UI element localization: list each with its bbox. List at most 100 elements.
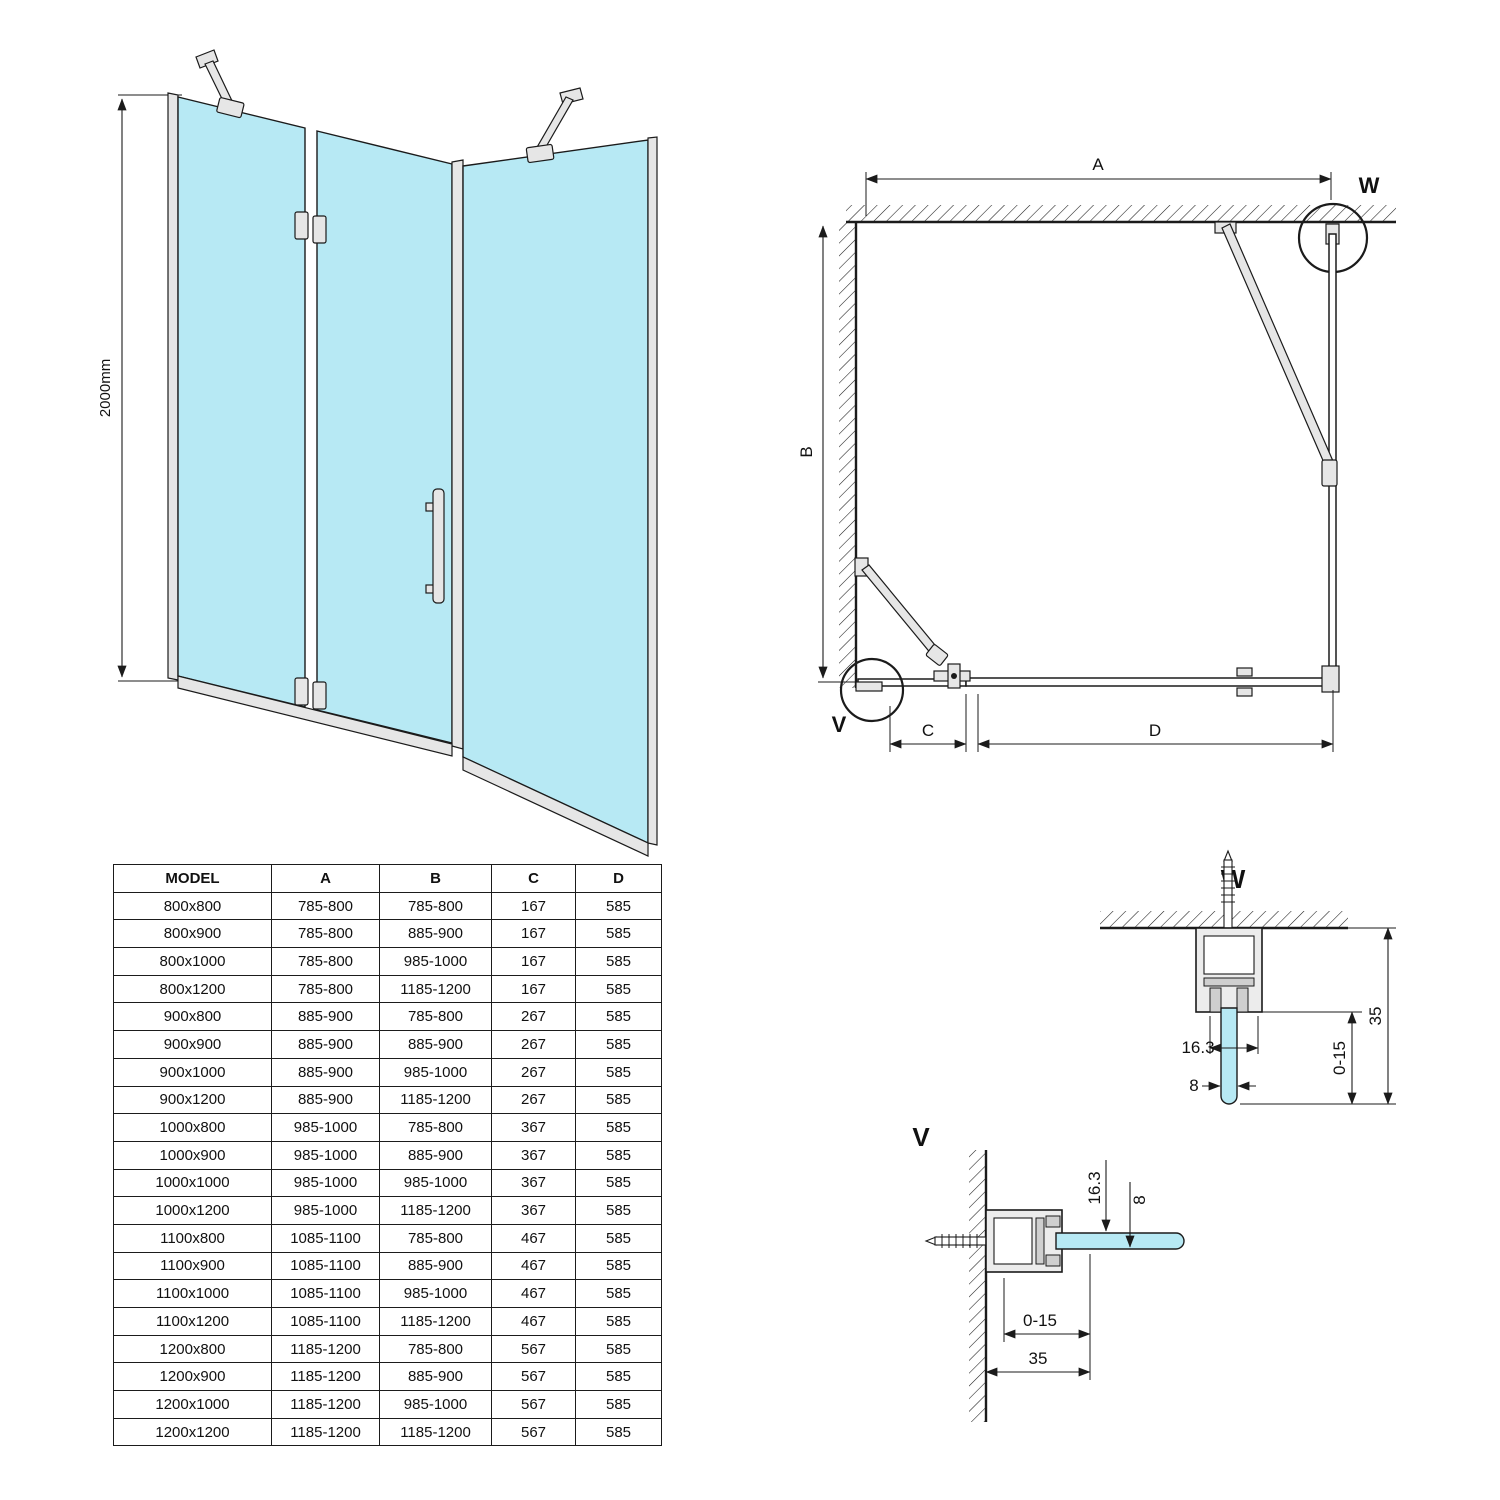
table-cell: 1200x1000 [113,1390,272,1419]
table-cell: 1085-1100 [271,1251,380,1281]
table-cell: 1200x900 [113,1362,272,1392]
table-cell: 785-800 [379,1223,492,1253]
profile-cavity [993,1217,1033,1265]
table-cell: 985-1000 [379,947,492,976]
screw-shaft [1223,859,1233,929]
dim-total-label: 35 [1366,1007,1385,1026]
anchor-screw [924,1234,987,1248]
detail-circle-v [839,657,905,723]
table-cell: 1100x1200 [113,1307,272,1336]
table-cell: 267 [491,1085,576,1115]
table-cell: 785-800 [379,1113,492,1142]
glass-clamp-plan [925,644,949,666]
table-cell: 585 [575,1140,662,1170]
table-cell: 1085-1100 [271,1223,380,1253]
col-header-b: B [379,864,492,893]
table-cell: 1100x900 [113,1251,272,1281]
table-cell: 167 [491,919,576,949]
table-cell: 885-900 [379,919,492,949]
table-cell: 900x1200 [113,1085,272,1115]
table-cell: 467 [491,1251,576,1281]
dim-c-label: C [922,721,934,740]
table-cell: 585 [575,919,662,949]
profile-detail [1203,977,1255,987]
table-cell: 1200x1200 [113,1417,272,1447]
table-cell: 985-1000 [379,1057,492,1087]
table-cell: 1185-1200 [271,1390,380,1419]
table-cell: 585 [575,1417,662,1447]
table-cell: 785-800 [271,974,380,1004]
table-cell: 585 [575,1251,662,1281]
support-bar [535,96,574,153]
table-cell: 585 [575,891,662,921]
support-bar-right [525,87,584,164]
handle-plan [1236,687,1253,697]
dim-glass-label: 8 [1189,1076,1198,1095]
table-cell: 900x800 [113,1002,272,1032]
screw-threads [941,1234,978,1248]
table-cell: 585 [575,1390,662,1419]
table-cell: 367 [491,1113,576,1142]
hinge-plate [312,215,327,244]
table-cell: 800x1000 [113,947,272,976]
fixed-glass-panel [177,96,306,708]
hinge-plate [294,677,309,706]
glass-section [1055,1232,1185,1250]
table-cell: 885-900 [271,1057,380,1087]
table-cell: 567 [491,1334,576,1364]
table-cell: 1000x900 [113,1140,272,1170]
front-bottom-rail [177,675,453,757]
glass-section [1220,1007,1238,1105]
table-cell: 585 [575,1002,662,1032]
table-cell: 800x900 [113,919,272,949]
dim-total-label: 35 [1029,1349,1048,1368]
table-cell: 1185-1200 [379,1307,492,1336]
table-cell: 1185-1200 [379,1417,492,1447]
table-cell: 1185-1200 [271,1417,380,1447]
screw-threads [1221,866,1235,903]
table-cell: 585 [575,1113,662,1142]
glass-clamp [216,97,245,119]
side-glass-panel [462,139,649,845]
dim-adjust-label: 0-15 [1023,1311,1057,1330]
table-cell: 585 [575,1307,662,1336]
side-edge-profile [647,136,658,846]
profile-cavity [1203,935,1255,975]
wall-bracket [195,49,219,69]
table-cell: 1185-1200 [271,1334,380,1364]
pivot-point [951,673,957,679]
hinge-plate [294,211,309,240]
side-bottom-rail [462,756,649,857]
table-cell: 885-900 [271,1002,380,1032]
col-header-c: C [491,864,576,893]
table-cell: 567 [491,1390,576,1419]
screw-shaft [934,1236,987,1246]
table-cell: 267 [491,1057,576,1087]
clamp-jaw [1209,987,1222,1013]
wall-profile [167,92,179,681]
support-bar-plan [1221,223,1337,473]
table-cell: 885-900 [379,1251,492,1281]
handle-bar [432,488,445,604]
table-cell: 785-800 [379,1002,492,1032]
table-cell: 167 [491,947,576,976]
table-cell: 885-900 [271,1085,380,1115]
wall-profile-plan [855,681,883,692]
